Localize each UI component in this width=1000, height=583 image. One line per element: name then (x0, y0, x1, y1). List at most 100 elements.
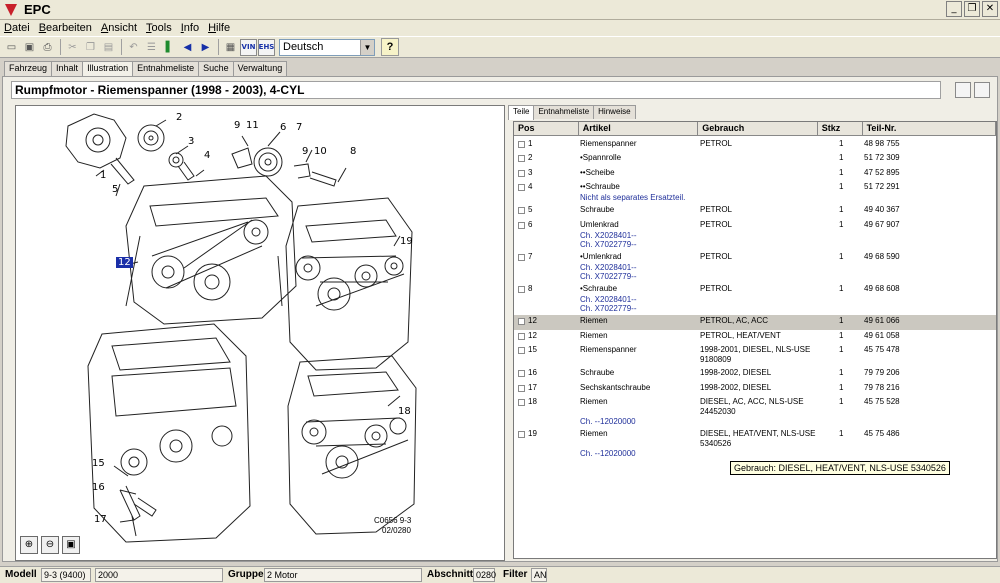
callout-15[interactable]: 15 (92, 458, 105, 469)
tab-illustration[interactable]: Illustration (82, 61, 134, 77)
callout-9-b[interactable]: 9 (302, 146, 309, 157)
menu-bearbeiten[interactable]: Bearbeiten (38, 22, 92, 34)
language-select[interactable]: Deutsch ▼ (279, 38, 375, 56)
tab-teile[interactable]: Teile (508, 105, 535, 120)
help-button[interactable]: ? (381, 38, 399, 56)
row-checkbox[interactable] (518, 155, 525, 163)
row-checkbox[interactable] (518, 398, 525, 406)
menu-ansicht[interactable]: Ansicht (100, 22, 138, 34)
column-teil-nr[interactable]: Teil-Nr. (863, 122, 996, 136)
column-artikel[interactable]: Artikel (579, 122, 699, 136)
tab-suche[interactable]: Suche (198, 61, 234, 76)
menu-hilfe[interactable]: Hilfe (208, 22, 231, 34)
callout-18[interactable]: 18 (398, 406, 411, 417)
cell-artikel: •Schraube (580, 284, 618, 294)
callout-5[interactable]: 5 (112, 184, 119, 195)
chevron-down-icon[interactable]: ▼ (360, 39, 374, 55)
minimize-button[interactable]: _ (946, 1, 962, 17)
cell-gebrauch: PETROL (700, 205, 733, 215)
row-checkbox[interactable] (518, 221, 525, 229)
row-checkbox[interactable] (518, 347, 525, 354)
row-checkbox[interactable] (518, 431, 525, 439)
forward-arrow-icon[interactable]: ▶ (201, 41, 210, 53)
add-to-list-button[interactable] (955, 82, 971, 98)
cut-icon[interactable]: ✂ (68, 41, 77, 53)
fit-view-button[interactable]: ▣ (62, 536, 80, 554)
row-checkbox[interactable] (518, 384, 525, 392)
column-pos[interactable]: Pos (514, 122, 579, 136)
callout-2[interactable]: 2 (176, 112, 183, 123)
row-checkbox[interactable] (518, 207, 525, 215)
tab-entnahmeliste[interactable]: Entnahmeliste (132, 61, 200, 76)
print-icon[interactable]: ⎙ (43, 41, 52, 53)
menu-info[interactable]: Info (180, 22, 200, 34)
callout-11[interactable]: 11 (246, 120, 259, 131)
row-checkbox[interactable] (518, 286, 525, 294)
tab-fahrzeug[interactable]: Fahrzeug (4, 61, 53, 76)
row-checkbox[interactable] (518, 141, 525, 148)
row-checkbox[interactable] (518, 332, 525, 340)
cell-pos: 3 (528, 167, 533, 177)
row-checkbox[interactable] (518, 253, 525, 261)
notes-button[interactable] (974, 82, 990, 98)
pick-list-icon[interactable]: ▦ (225, 41, 236, 53)
column-gebrauch[interactable]: Gebrauch (698, 122, 818, 136)
tab-verwaltung[interactable]: Verwaltung (232, 61, 288, 76)
callout-8[interactable]: 8 (350, 146, 357, 157)
tab-inhalt[interactable]: Inhalt (51, 61, 84, 76)
callout-12[interactable]: 12 (116, 257, 133, 268)
row-checkbox[interactable] (518, 318, 525, 326)
callout-10[interactable]: 10 (314, 146, 327, 157)
tab-entnahmeliste-parts[interactable]: Entnahmeliste (533, 105, 595, 119)
callout-16[interactable]: 16 (92, 482, 105, 493)
callout-6[interactable]: 6 (280, 122, 287, 133)
callout-9-a[interactable]: 9 (234, 120, 241, 131)
cell-pos: 7 (528, 251, 533, 261)
zoom-out-button[interactable]: ⊖ (41, 536, 59, 554)
paste-icon[interactable]: ▤ (103, 41, 114, 53)
callout-3[interactable]: 3 (188, 136, 195, 147)
illustration-panel[interactable]: 1 2 3 4 5 6 7 8 9 11 9 10 12 19 15 16 17… (15, 105, 505, 561)
callout-7[interactable]: 7 (296, 122, 303, 133)
menu-tools[interactable]: Tools (146, 22, 172, 34)
menu-datei[interactable]: Datei (4, 22, 30, 34)
callout-4[interactable]: 4 (204, 150, 211, 161)
zoom-in-button[interactable]: ⊕ (20, 536, 38, 554)
tab-hinweise[interactable]: Hinweise (593, 105, 636, 119)
open-folder-icon[interactable]: ▭ (6, 41, 17, 53)
ehs-button[interactable]: EHS (258, 38, 275, 56)
list-icon[interactable]: ☰ (147, 41, 156, 53)
back-arrow-icon[interactable]: ◀ (183, 41, 192, 53)
copy-icon[interactable]: ❐ (86, 41, 95, 53)
row-checkbox[interactable] (518, 370, 525, 378)
row-checkbox[interactable] (518, 183, 525, 191)
undo-icon[interactable]: ↶ (129, 41, 138, 53)
home-icon[interactable]: ▌ (165, 41, 174, 53)
column-stkz[interactable]: Stkz (818, 122, 863, 136)
save-icon[interactable]: ▣ (24, 41, 35, 53)
callout-17[interactable]: 17 (94, 514, 107, 525)
callout-19[interactable]: 19 (400, 236, 413, 247)
row-checkbox[interactable] (518, 169, 525, 177)
callout-1[interactable]: 1 (100, 170, 107, 181)
cell-artikel: Schraube (580, 205, 615, 215)
vin-button[interactable]: VIN (240, 38, 257, 56)
close-button[interactable]: ✕ (982, 1, 998, 17)
maximize-button[interactable]: ❐ (964, 1, 980, 17)
cell-gebrauch: PETROL (700, 251, 733, 261)
